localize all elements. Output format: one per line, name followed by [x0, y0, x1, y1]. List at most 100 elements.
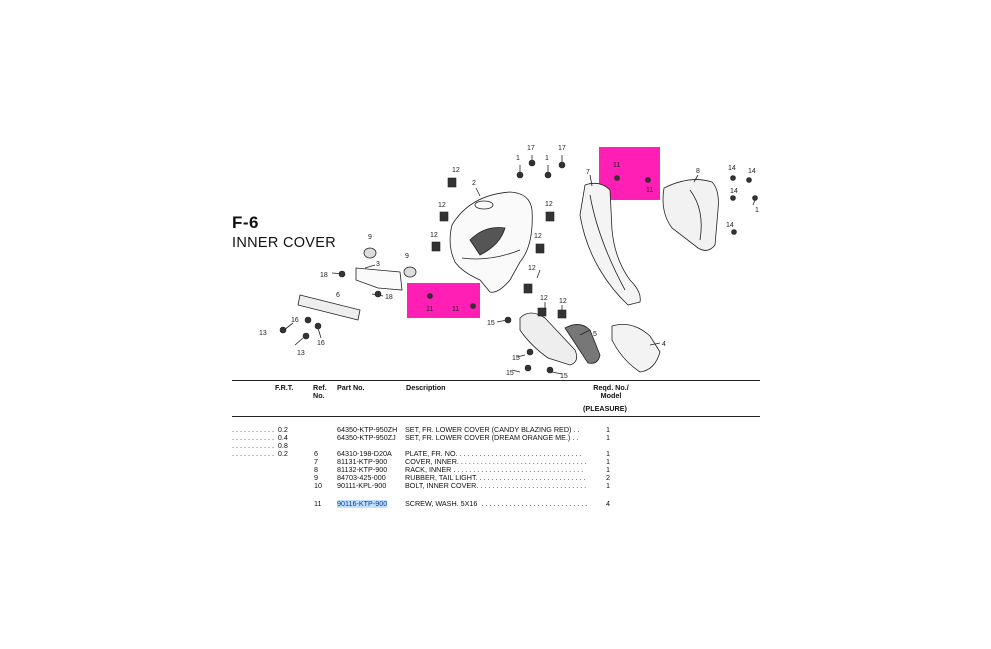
clip-12-c — [431, 241, 441, 252]
row-0-part: 64350-KTP-950ZH — [337, 425, 398, 434]
row-8-part: 90116-KTP-900 — [337, 499, 388, 508]
row-5-part: 81132-KTP-900 — [337, 465, 388, 474]
callout-17b: 16 — [317, 340, 325, 347]
row-4-desc: COVER, INNER. . . . . . . . . . . . . . … — [405, 457, 587, 466]
row-7-part: 90111-KPL-900 — [337, 481, 387, 490]
row-5-ref: 8 — [314, 465, 318, 474]
front-number-plate — [297, 294, 361, 321]
callout-1b: 1 — [545, 155, 549, 162]
callout-2: 2 — [472, 180, 476, 187]
callout-15d: 15 — [560, 373, 568, 380]
row-2-frt: . . . . . . . . . . . 0.8 — [232, 441, 288, 450]
callout-13b: 13 — [297, 350, 305, 357]
callout-1a: 1 — [516, 155, 520, 162]
row-6-qty: 2 — [606, 473, 610, 482]
callout-15b: 15 — [512, 355, 520, 362]
row-7-ref: 10 — [314, 481, 322, 490]
row-8-qty: 4 — [606, 499, 610, 508]
figure-code: F-6 — [232, 213, 259, 232]
callout-18a: 18 — [320, 272, 328, 279]
callout-15a: 15 — [487, 320, 495, 327]
row-5-qty: 1 — [606, 465, 610, 474]
callout-16a: 17 — [527, 145, 535, 152]
row-7-qty: 1 — [606, 481, 610, 490]
callout-12a: 12 — [452, 167, 460, 174]
row-5-desc: RACK, INNER . . . . . . . . . . . . . . … — [405, 465, 584, 474]
row-6-desc: RUBBER, TAIL LIGHT. . . . . . . . . . . … — [405, 473, 586, 482]
row-4-qty: 1 — [606, 457, 610, 466]
clip-12-g — [537, 307, 547, 317]
inner-rack — [662, 179, 719, 251]
table-header-rule — [232, 416, 760, 417]
callout-17a: 16 — [291, 317, 299, 324]
row-1-frt: . . . . . . . . . . . 0.4 — [232, 433, 288, 442]
callout-5: 5 — [593, 331, 597, 338]
row-1-qty: 1 — [606, 433, 610, 442]
header-part: Part No. — [337, 383, 365, 392]
callout-18b: 18 — [385, 294, 393, 301]
callout-14a: 14 — [728, 165, 736, 172]
callout-14b: 14 — [748, 168, 756, 175]
callout-11d: 11 — [646, 187, 653, 194]
row-3-desc: PLATE, FR. NO. . . . . . . . . . . . . .… — [405, 449, 582, 458]
row-0-desc: SET, FR. LOWER COVER (CANDY BLAZING RED)… — [405, 425, 580, 434]
figure-title-block: F-6 INNER COVER — [232, 213, 336, 251]
row-1-part: 64350-KTP-950ZJ — [337, 433, 396, 442]
lower-cover-right — [611, 323, 661, 373]
row-7-desc: BOLT, INNER COVER. . . . . . . . . . . .… — [405, 481, 587, 490]
clip-12-d — [545, 211, 555, 222]
row-3-ref: 6 — [314, 449, 318, 458]
row-4-part: 81131-KTP-900 — [337, 457, 388, 466]
callout-12g: 12 — [540, 295, 548, 302]
clip-12-f — [523, 283, 533, 294]
callout-12h: 12 — [559, 298, 567, 305]
header-qty: Reqd. No./ Model — [593, 383, 629, 400]
row-0-qty: 1 — [606, 425, 610, 434]
callout-13a: 13 — [259, 330, 267, 337]
row-6-ref: 9 — [314, 473, 318, 482]
row-3-frt: . . . . . . . . . . . 0.2 — [232, 449, 288, 458]
header-ref: Ref. No. — [313, 383, 327, 400]
callout-7: 7 — [586, 169, 590, 176]
row-3-part: 64310-198-D20A — [337, 449, 392, 458]
bracket — [355, 267, 403, 291]
callout-8: 8 — [696, 168, 700, 175]
callout-1c: 1 — [755, 207, 759, 214]
callout-12f: 12 — [528, 265, 536, 272]
row-0-frt: . . . . . . . . . . . 0.2 — [232, 425, 288, 434]
header-frt: F.R.T. — [275, 383, 294, 392]
table-top-rule — [232, 380, 760, 381]
callout-11b: 11 — [452, 306, 459, 313]
highlight-box-left — [407, 283, 480, 318]
callout-6: 6 — [336, 292, 340, 299]
callout-16b: 17 — [558, 145, 566, 152]
callout-4: 4 — [662, 341, 666, 348]
header-model: (PLEASURE) — [583, 404, 627, 413]
row-4-ref: 7 — [314, 457, 318, 466]
callout-11a: 11 — [426, 306, 433, 313]
callout-12d: 12 — [545, 201, 553, 208]
clip-12-e — [535, 243, 545, 254]
callout-12e: 12 — [534, 233, 542, 240]
lower-cover-left — [519, 312, 578, 366]
callout-9a: 9 — [368, 234, 372, 241]
callout-3: 3 — [376, 261, 380, 268]
callout-12b: 12 — [438, 202, 446, 209]
clip-12-h — [557, 309, 567, 319]
callout-14c: 14 — [730, 188, 738, 195]
callout-15c: 15 — [506, 370, 514, 377]
row-8-ref: 11 — [314, 499, 322, 508]
row-3-qty: 1 — [606, 449, 610, 458]
callout-11c: 11 — [613, 162, 620, 169]
lower-cover-shade — [564, 324, 601, 364]
row-1-desc: SET, FR. LOWER COVER (DREAM ORANGE ME.) … — [405, 433, 579, 442]
inner-cover-side-panel — [579, 182, 641, 306]
callout-14d: 14 — [726, 222, 734, 229]
exploded-parts-diagram: 2 1 17 1 17 7 8 14 14 14 1 14 12 12 12 1… — [259, 145, 759, 380]
callout-9b: 9 — [405, 253, 409, 260]
clip-12-b — [439, 211, 449, 222]
clip-12-a — [447, 177, 457, 188]
row-6-part: 84703-425-000 — [337, 473, 386, 482]
row-8-desc: SCREW, WASH. 5X16 . . . . . . . . . . . … — [405, 499, 588, 508]
callout-12c: 12 — [430, 232, 438, 239]
